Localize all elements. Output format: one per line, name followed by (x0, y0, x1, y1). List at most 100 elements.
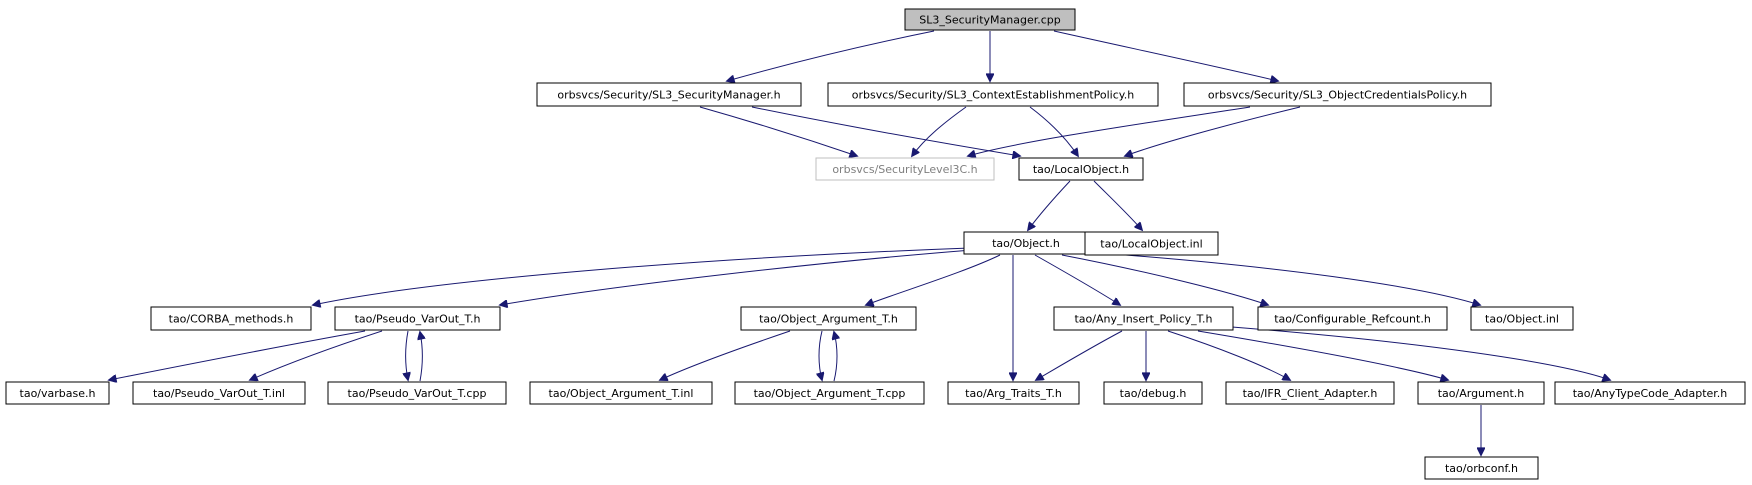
edge-object-h-to-pseudo-varout-t-h (500, 249, 973, 305)
edge-sl3-objectcredentialspolicy-h-to-securitylevel3c-h (968, 106, 1251, 156)
node-label: orbsvcs/Security/SL3_SecurityManager.h (557, 89, 780, 102)
node-box (529, 381, 713, 405)
node-label: tao/Object_Argument_T.cpp (754, 387, 906, 400)
node-box (334, 306, 501, 331)
node-varbase-h[interactable]: tao/varbase.h (5, 381, 110, 405)
node-pseudo-varout-t-h[interactable]: tao/Pseudo_VarOut_T.h (334, 306, 501, 331)
node-sl3-securitymanager-cpp[interactable]: SL3_SecurityManager.cpp (904, 8, 1076, 31)
node-sl3-securitymanager-h[interactable]: orbsvcs/Security/SL3_SecurityManager.h (536, 82, 802, 107)
node-arg-traits-t-h[interactable]: tao/Arg_Traits_T.h (947, 381, 1080, 405)
node-box (1424, 456, 1539, 480)
node-label: tao/AnyTypeCode_Adapter.h (1573, 387, 1728, 400)
node-object-h[interactable]: tao/Object.h (963, 231, 1089, 255)
node-sl3-objectcredentialspolicy-h[interactable]: orbsvcs/Security/SL3_ObjectCredentialsPo… (1183, 82, 1492, 107)
node-argument-h[interactable]: tao/Argument.h (1417, 381, 1545, 405)
node-pseudo-varout-t-inl[interactable]: tao/Pseudo_VarOut_T.inl (132, 381, 306, 405)
edge-object-h-to-corba-methods-h (313, 247, 971, 305)
node-object-argument-t-h[interactable]: tao/Object_Argument_T.h (740, 306, 917, 331)
node-box (740, 306, 917, 331)
node-box (5, 381, 110, 405)
node-label: tao/Object_Argument_T.h (759, 313, 898, 326)
edge-any-insert-policy-t-h-to-argument-h (1197, 330, 1448, 380)
node-object-inl[interactable]: tao/Object.inl (1470, 306, 1574, 331)
edge-object-h-to-any-insert-policy-t-h (1034, 254, 1120, 305)
node-box (1257, 306, 1448, 331)
edge-sl3-objectcredentialspolicy-h-to-localobject-h (1125, 106, 1301, 156)
node-corba-methods-h[interactable]: tao/CORBA_methods.h (150, 306, 312, 331)
node-box (150, 306, 312, 331)
node-object-argument-t-cpp[interactable]: tao/Object_Argument_T.cpp (734, 381, 925, 405)
node-label: tao/Pseudo_VarOut_T.inl (153, 387, 285, 400)
edge-sl3-securitymanager-cpp-to-sl3-objectcredentialspolicy-h (1053, 30, 1278, 81)
node-label: orbsvcs/Security/SL3_ContextEstablishmen… (852, 89, 1134, 102)
node-debug-h[interactable]: tao/debug.h (1103, 381, 1203, 405)
node-label: tao/Arg_Traits_T.h (965, 387, 1062, 400)
edge-localobject-h-to-object-h (1028, 180, 1071, 230)
node-box (1053, 306, 1234, 331)
node-label: tao/Any_Insert_Policy_T.h (1074, 313, 1212, 326)
node-sl3-contextestablishmentpolicy-h[interactable]: orbsvcs/Security/SL3_ContextEstablishmen… (827, 82, 1159, 107)
node-label: tao/CORBA_methods.h (169, 313, 294, 326)
node-box (947, 381, 1080, 405)
node-box (904, 8, 1076, 31)
node-box (1417, 381, 1545, 405)
node-label: tao/Pseudo_VarOut_T.h (355, 313, 481, 326)
node-box (536, 82, 802, 107)
node-box (1084, 231, 1219, 256)
edge-pseudo-varout-t-cpp-to-pseudo-varout-t-h (420, 332, 422, 382)
node-label: tao/Object.inl (1485, 313, 1559, 326)
node-localobject-h[interactable]: tao/LocalObject.h (1018, 157, 1144, 181)
node-label: tao/Object_Argument_T.inl (549, 387, 694, 400)
edge-object-h-to-object-inl (1085, 251, 1480, 305)
edge-pseudo-varout-t-h-to-pseudo-varout-t-cpp (406, 330, 408, 380)
node-label: tao/debug.h (1120, 387, 1187, 400)
node-any-insert-policy-t-h[interactable]: tao/Any_Insert_Policy_T.h (1053, 306, 1234, 331)
node-box (132, 381, 306, 405)
edge-pseudo-varout-t-h-to-varbase-h (109, 330, 366, 380)
node-box (1183, 82, 1492, 107)
node-pseudo-varout-t-cpp[interactable]: tao/Pseudo_VarOut_T.cpp (327, 381, 507, 405)
edge-any-insert-policy-t-h-to-arg-traits-t-h (1036, 330, 1123, 380)
node-securitylevel3c-h[interactable]: orbsvcs/SecurityLevel3C.h (815, 157, 995, 181)
edge-localobject-h-to-localobject-inl (1093, 180, 1142, 230)
node-ifr-client-adapter-h[interactable]: tao/IFR_Client_Adapter.h (1225, 381, 1395, 405)
node-label: orbsvcs/Security/SL3_ObjectCredentialsPo… (1208, 89, 1467, 102)
node-box (827, 82, 1159, 107)
edge-sl3-securitymanager-h-to-localobject-h (751, 106, 1020, 156)
edge-object-argument-t-cpp-to-object-argument-t-h (834, 332, 837, 382)
edge-object-h-to-object-argument-t-h (866, 254, 1001, 305)
edge-object-argument-t-h-to-object-argument-t-inl (660, 330, 791, 380)
node-orbconf-h[interactable]: tao/orbconf.h (1424, 456, 1539, 480)
node-label: tao/LocalObject.inl (1100, 238, 1202, 251)
node-label: tao/varbase.h (20, 387, 96, 400)
node-anytypecode-adapter-h[interactable]: tao/AnyTypeCode_Adapter.h (1554, 381, 1746, 405)
node-label: tao/orbconf.h (1445, 462, 1518, 475)
edge-sl3-securitymanager-h-to-securitylevel3c-h (699, 106, 857, 156)
edge-sl3-securitymanager-cpp-to-sl3-securitymanager-h (727, 30, 935, 81)
edge-any-insert-policy-t-h-to-anytypecode-adapter-h (1231, 326, 1610, 380)
node-label: tao/Argument.h (1438, 387, 1525, 400)
node-object-argument-t-inl[interactable]: tao/Object_Argument_T.inl (529, 381, 713, 405)
node-label: tao/Pseudo_VarOut_T.cpp (348, 387, 487, 400)
edge-object-h-to-configurable-refcount-h (1061, 254, 1268, 305)
node-box (1103, 381, 1203, 405)
node-box (1225, 381, 1395, 405)
node-box (1018, 157, 1144, 181)
edge-pseudo-varout-t-h-to-pseudo-varout-t-inl (250, 330, 383, 380)
node-box (815, 157, 995, 181)
edges-layer (109, 30, 1610, 455)
node-label: tao/LocalObject.h (1033, 163, 1129, 176)
edge-object-argument-t-h-to-object-argument-t-cpp (819, 330, 822, 380)
edge-sl3-contextestablishmentpolicy-h-to-securitylevel3c-h (912, 106, 967, 156)
node-box (734, 381, 925, 405)
node-label: orbsvcs/SecurityLevel3C.h (832, 163, 977, 176)
node-label: tao/Object.h (992, 237, 1060, 250)
node-box (1554, 381, 1746, 405)
node-localobject-inl[interactable]: tao/LocalObject.inl (1084, 231, 1219, 256)
edge-sl3-contextestablishmentpolicy-h-to-localobject-h (1029, 106, 1078, 156)
node-label: tao/IFR_Client_Adapter.h (1243, 387, 1378, 400)
node-box (327, 381, 507, 405)
node-configurable-refcount-h[interactable]: tao/Configurable_Refcount.h (1257, 306, 1448, 331)
nodes-layer: SL3_SecurityManager.cpp orbsvcs/Security/… (5, 8, 1746, 480)
